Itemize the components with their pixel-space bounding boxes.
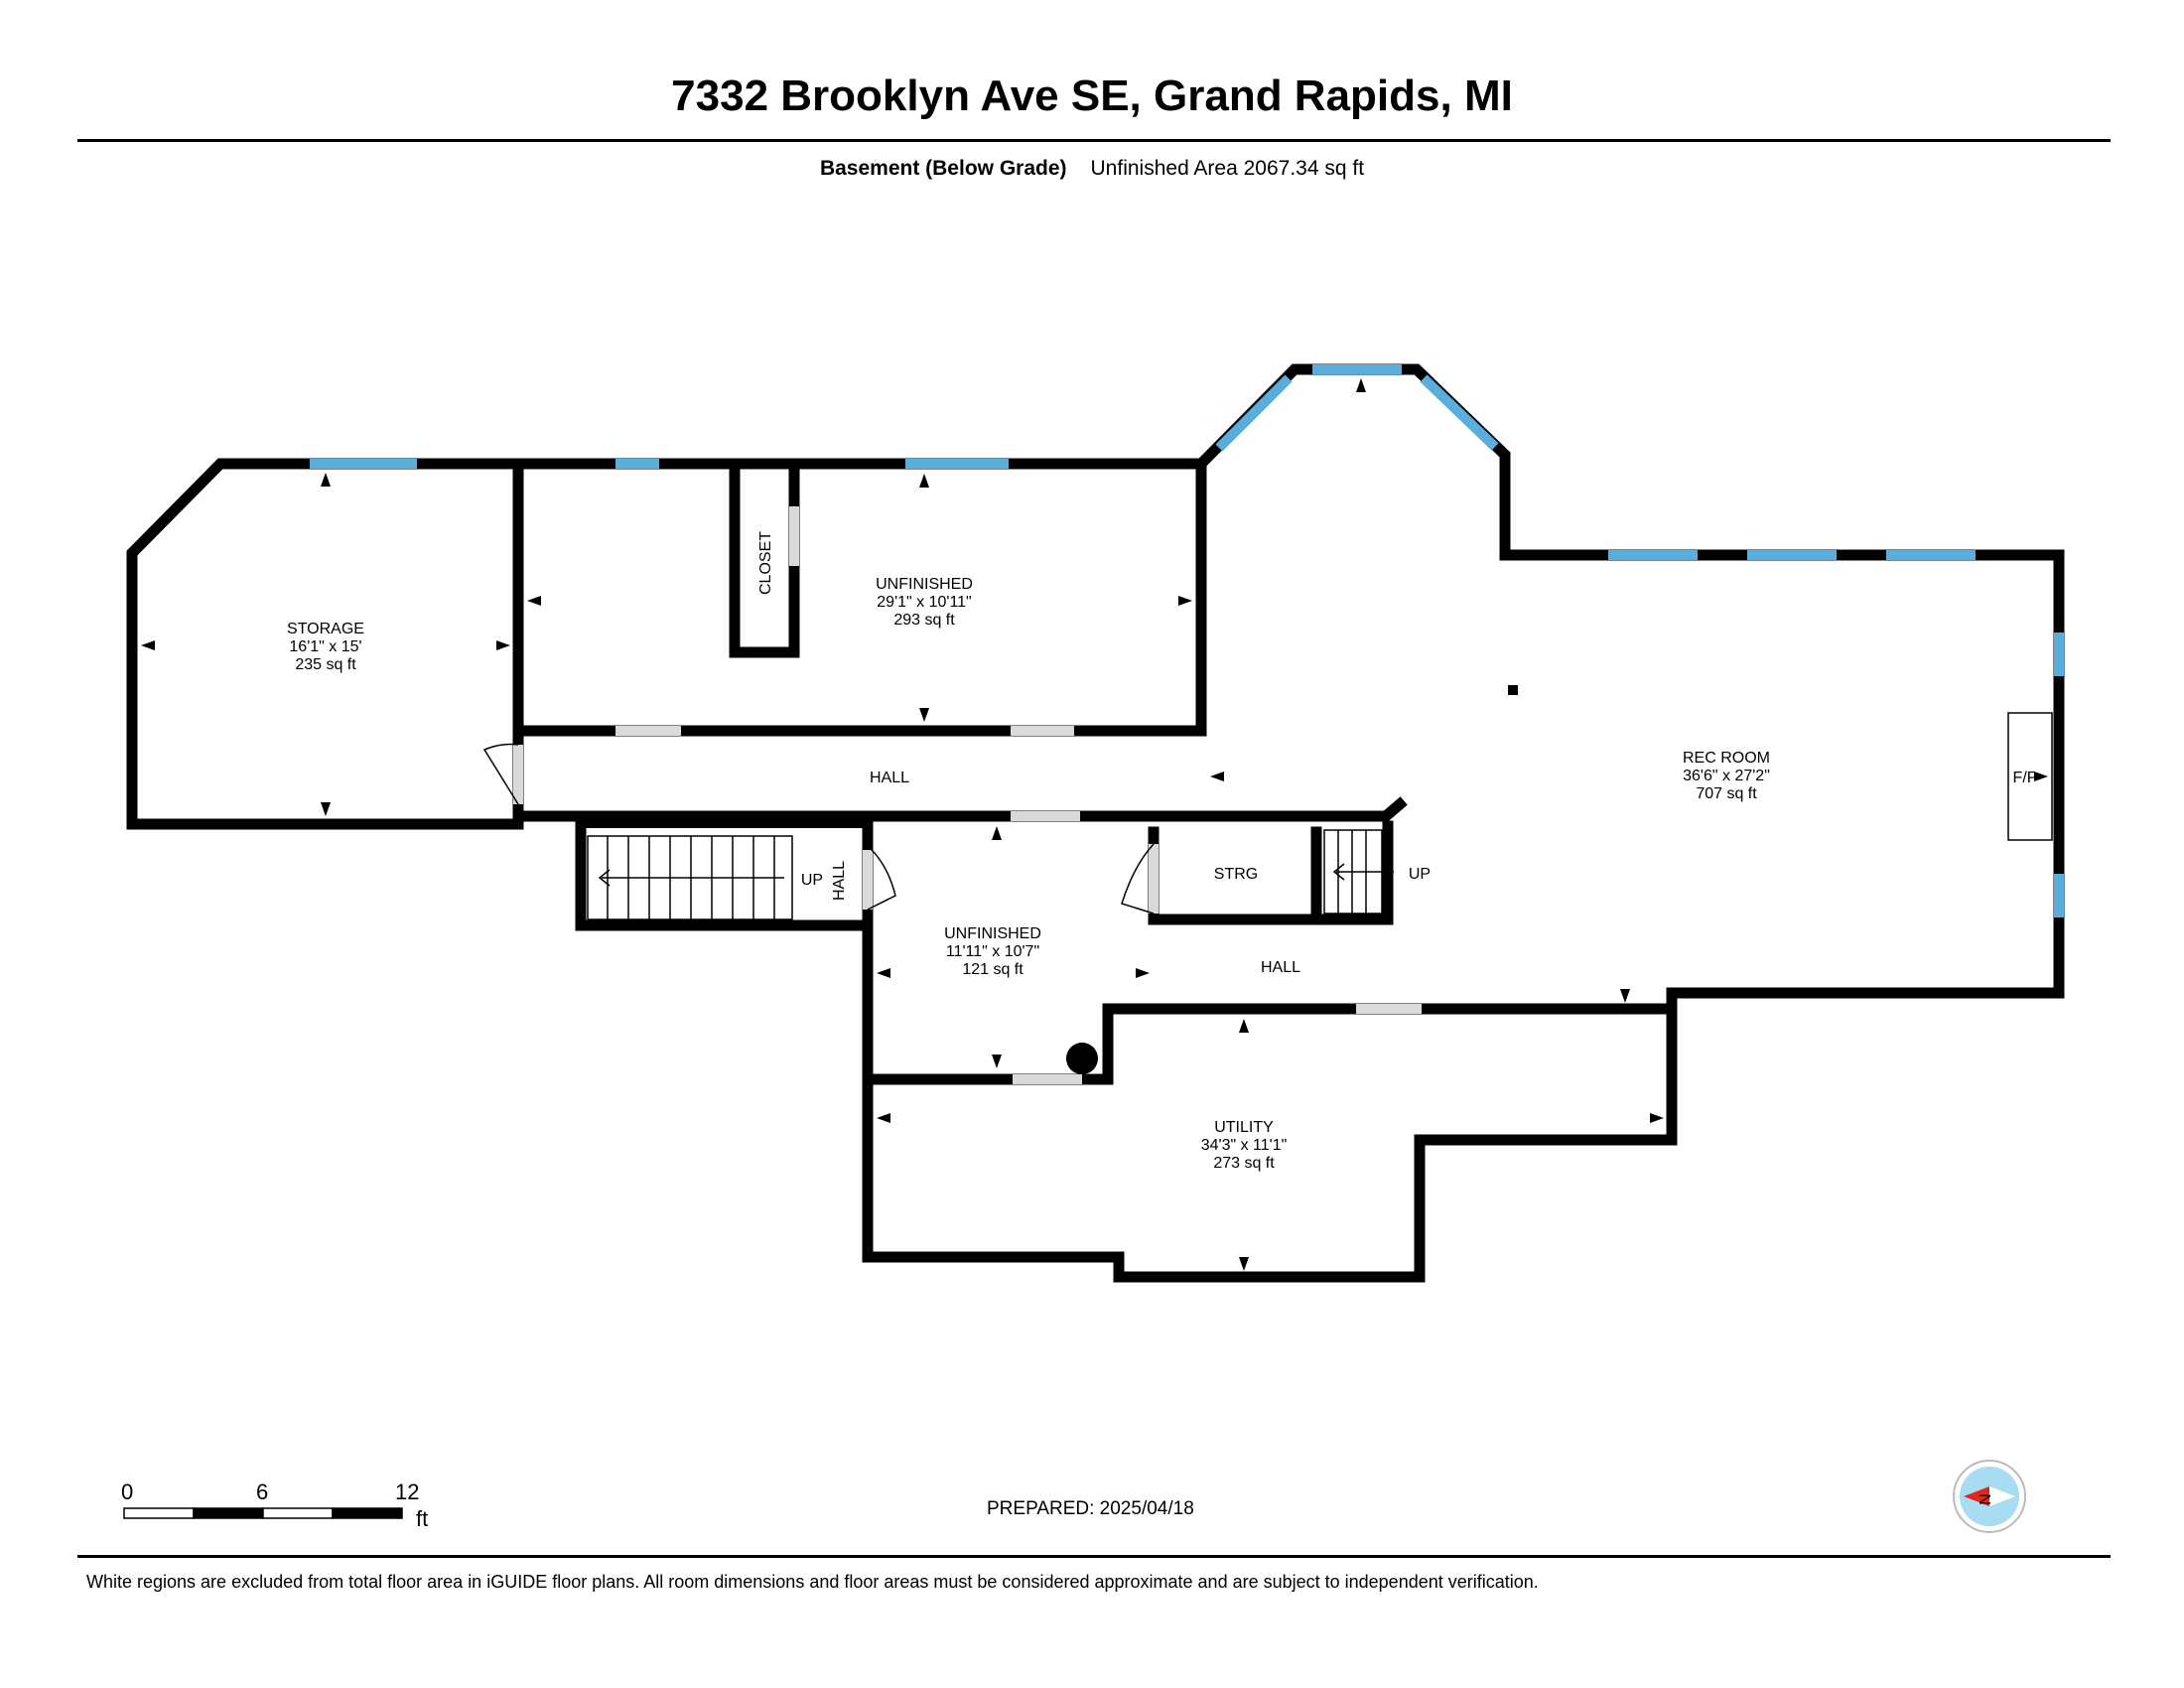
page-title: 7332 Brooklyn Ave SE, Grand Rapids, MI <box>671 71 1513 120</box>
hall-main-label: HALL <box>870 770 909 786</box>
unfinished-top-name: UNFINISHED <box>876 576 973 593</box>
hall-stair-label: HALL <box>831 861 848 901</box>
strg-label: STRG <box>1214 866 1258 883</box>
column-icon <box>1066 1043 1098 1074</box>
unfinished-top-area: 293 sq ft <box>893 612 955 629</box>
stairs-right <box>1323 829 1394 914</box>
walls <box>126 363 2065 1283</box>
footer-note: White regions are excluded from total fl… <box>86 1572 1539 1592</box>
scale-label-0: 0 <box>121 1479 134 1504</box>
unfinished-mid-area: 121 sq ft <box>962 961 1024 978</box>
scale-label-12: 12 <box>395 1479 420 1504</box>
title-divider <box>77 139 2111 142</box>
storage-dims: 16'1" x 15' <box>289 638 361 655</box>
compass-icon <box>1953 1460 2026 1533</box>
stairs-right-up-label: UP <box>1409 866 1431 883</box>
utility-dims: 34'3" x 11'1" <box>1201 1137 1288 1154</box>
utility-area: 273 sq ft <box>1213 1155 1275 1172</box>
footer-divider <box>77 1555 2111 1558</box>
unfinished-top-walls <box>512 458 1207 737</box>
hall-lower-label: HALL <box>1261 959 1300 976</box>
rec-room-dims: 36'6" x 27'2" <box>1683 768 1770 784</box>
closet-name: CLOSET <box>757 531 774 595</box>
scale-unit: ft <box>416 1506 429 1531</box>
storage-walls <box>126 458 524 830</box>
fireplace-label: F/P <box>2013 770 2038 786</box>
utility-name: UTILITY <box>1214 1119 1274 1136</box>
floor-label: Basement (Below Grade) <box>819 157 1067 180</box>
prepared-date: PREPARED: 2025/04/18 <box>987 1498 1194 1519</box>
utility-walls <box>862 919 1678 1283</box>
unfinished-top-dims: 29'1" x 10'11" <box>877 594 971 611</box>
door-openings <box>513 506 1422 1084</box>
unfinished-mid-dims: 11'11" x 10'7" <box>946 943 1039 960</box>
post-icon <box>1508 685 1518 695</box>
windows <box>310 364 2064 917</box>
storage-name: STORAGE <box>287 621 364 637</box>
door-swings <box>482 743 1155 914</box>
floor-summary: Basement (Below Grade) Unfinished Area 20… <box>0 157 2184 181</box>
compass-label: N <box>1976 1493 1992 1505</box>
area-label: Unfinished Area 2067.34 sq ft <box>1090 157 1365 180</box>
rec-room-name: REC ROOM <box>1683 750 1770 767</box>
unfinished-mid-name: UNFINISHED <box>944 925 1041 942</box>
stairs-left <box>587 835 793 920</box>
stair-top-wall <box>576 812 868 828</box>
scale-label-6: 6 <box>256 1479 269 1504</box>
rec-room-walls <box>862 363 2065 1085</box>
storage-area: 235 sq ft <box>295 656 356 673</box>
dimension-arrows <box>141 378 2048 1271</box>
scale-bar <box>123 1507 403 1519</box>
rec-room-area: 707 sq ft <box>1696 785 1757 802</box>
stairs-left-up-label: UP <box>801 872 823 889</box>
